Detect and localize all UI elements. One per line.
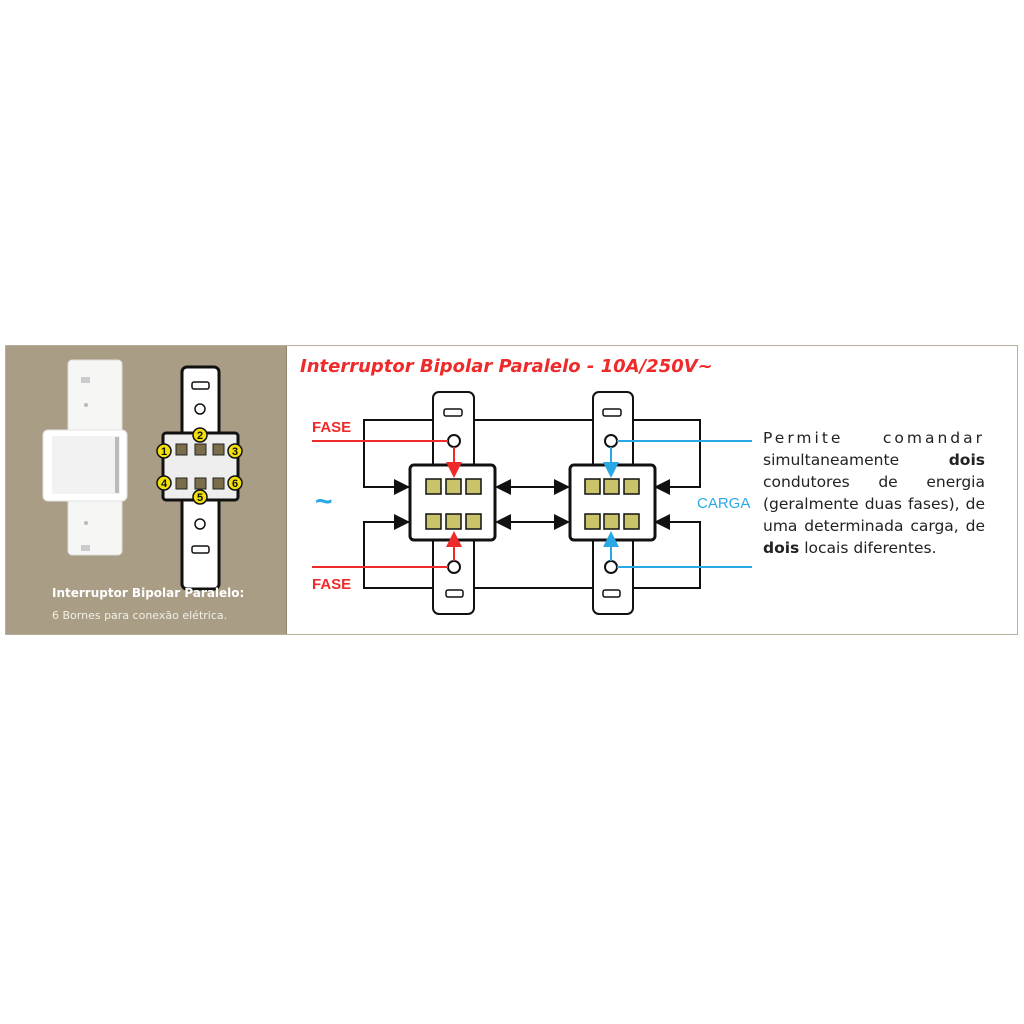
- traveler-wires: [495, 479, 570, 530]
- black-wires: [363, 419, 701, 589]
- description-line: simultaneamente dois: [763, 449, 985, 471]
- description-line: Permite comandar: [763, 429, 985, 447]
- fase-label-bottom: FASE: [312, 576, 352, 593]
- terminal-module: 1 2 3 4 5 6: [156, 365, 243, 591]
- fase-wires: [312, 440, 462, 568]
- terminal-number: 1: [161, 446, 167, 458]
- terminal-number: 5: [197, 492, 203, 504]
- carga-label: CARGA: [697, 495, 751, 512]
- terminal-number: 6: [232, 478, 238, 490]
- description-bold: dois: [948, 451, 985, 469]
- caption-subtitle: 6 Bornes para conexão elétrica.: [52, 609, 228, 622]
- description-bold: dois: [763, 539, 800, 557]
- caption-title: Interruptor Bipolar Paralelo:: [52, 586, 245, 600]
- description-line: condutores de energia: [763, 473, 985, 491]
- terminal-number: 2: [197, 430, 203, 442]
- ac-symbol: ~: [315, 485, 333, 518]
- switch-photo: [42, 359, 128, 556]
- fase-label-top: FASE: [312, 419, 352, 436]
- diagram-title: Interruptor Bipolar Paralelo - 10A/250V~: [300, 356, 713, 377]
- description-line: (geralmente duas fases), de: [763, 495, 985, 513]
- switch-1: [408, 391, 497, 615]
- description-text: simultaneamente: [763, 451, 900, 469]
- carga-wires: [603, 440, 752, 568]
- terminal-number: 3: [232, 446, 238, 458]
- switch-2: [568, 391, 657, 615]
- description-line: dois locais diferentes.: [763, 537, 985, 559]
- terminal-number: 4: [161, 478, 168, 490]
- description-line: uma determinada carga, de: [763, 517, 985, 535]
- description: Permite comandar simultaneamente dois co…: [763, 427, 985, 559]
- description-text: locais diferentes.: [804, 539, 937, 557]
